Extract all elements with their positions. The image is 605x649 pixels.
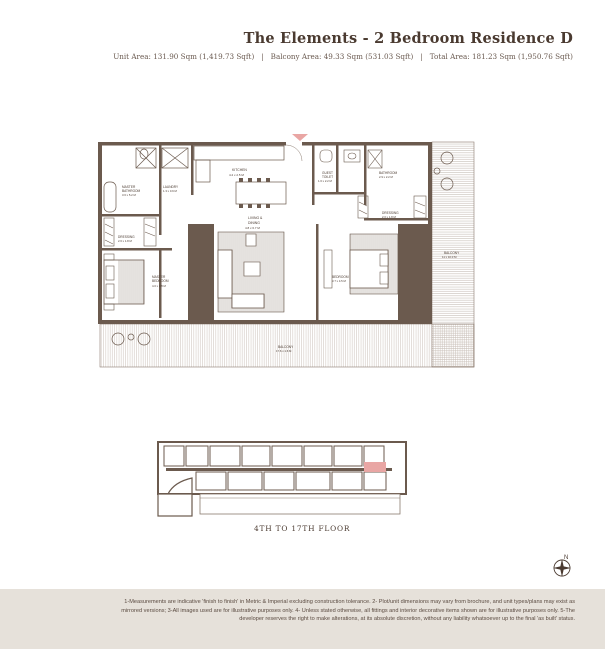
side-balcony-label: BALCONY bbox=[444, 251, 460, 255]
area-summary: Unit Area: 131.90 Sqm (1,419.73 Sqft) | Ba… bbox=[113, 52, 573, 61]
total-area: Total Area: 181.23 Sqm (1,950.76 Sqft) bbox=[429, 52, 573, 61]
master-bathroom bbox=[103, 147, 189, 213]
highlighted-unit bbox=[364, 462, 386, 472]
balcony-furniture bbox=[111, 151, 454, 346]
bottom-balcony-dims: 17.6 x 1.6 M bbox=[276, 349, 292, 353]
side-balcony-dims: 11 x 10.0 M bbox=[442, 255, 457, 259]
kitchen-dims: 4.2 x 2.5 M bbox=[229, 173, 244, 177]
guest-toilet-dims: 1.6 x 2.2 M bbox=[318, 179, 333, 183]
master-bath-label: MASTER bbox=[122, 185, 136, 189]
master-bedroom-dims: 4.0 x 3.8 M bbox=[152, 284, 167, 288]
bottom-balcony-label: BALCONY bbox=[278, 345, 294, 349]
guest-bath-fixtures bbox=[319, 149, 383, 169]
living-label: LIVING & bbox=[248, 216, 263, 220]
bathroom-dims: 2.9 x 2.2 M bbox=[379, 175, 394, 179]
bedroom-dims: 3.7 x 4.5 M bbox=[332, 279, 347, 283]
disclaimer: 1-Measurements are indicative 'finish to… bbox=[121, 599, 575, 623]
walls bbox=[98, 142, 432, 324]
laundry-dims: 1.3 x 0.9 M bbox=[163, 189, 178, 193]
bedroom-dressing bbox=[357, 195, 427, 219]
separator: | bbox=[420, 52, 423, 61]
kitchen bbox=[193, 145, 287, 208]
kitchen-label: KITCHEN bbox=[232, 168, 247, 172]
master-bedroom-label: MASTER bbox=[152, 275, 166, 279]
guest-toilet-label2: TOILET bbox=[322, 175, 333, 179]
page-title: The Elements - 2 Bedroom Residence D bbox=[243, 30, 573, 47]
bedroom-bed bbox=[323, 233, 399, 295]
laundry-label: LAUNDRY bbox=[163, 185, 179, 189]
bottom-balcony bbox=[99, 323, 475, 368]
dressing2-label: DRESSING bbox=[382, 211, 399, 215]
floor-label: 4TH TO 17TH FLOOR bbox=[254, 524, 351, 533]
master-bath-label2: BATHROOM bbox=[122, 189, 141, 193]
compass-north-label: N bbox=[564, 555, 568, 561]
compass-icon: N bbox=[553, 555, 571, 577]
bedroom-label: BEDROOM bbox=[332, 275, 349, 279]
master-bath-dims: 3.6 x 5.2 M bbox=[122, 193, 137, 197]
separator: | bbox=[261, 52, 264, 61]
key-plan bbox=[157, 441, 407, 517]
living-furniture bbox=[217, 231, 285, 313]
entrance-marker bbox=[292, 134, 308, 141]
guest-toilet-label: GUEST bbox=[322, 171, 333, 175]
master-dressing-dims: 2.6 x 1.8 M bbox=[118, 239, 133, 243]
dressing2-dims: 2.0 x 1.8 M bbox=[382, 215, 397, 219]
unit-area: Unit Area: 131.90 Sqm (1,419.73 Sqft) bbox=[113, 52, 255, 61]
living-dims: 4.8 x 6.7 M bbox=[245, 226, 260, 230]
master-bedroom-label2: BEDROOM bbox=[152, 279, 169, 283]
master-dressing bbox=[103, 217, 157, 247]
master-bed bbox=[103, 253, 145, 311]
bathroom-label: BATHROOM bbox=[379, 171, 398, 175]
floor-plan: KITCHEN 4.2 x 2.5 M LIVING & DINING 4.8 … bbox=[98, 134, 475, 368]
balcony-area: Balcony Area: 49.33 Sqm (531.03 Sqft) bbox=[270, 52, 414, 61]
master-dressing-label: DRESSING bbox=[118, 235, 135, 239]
footer: 1-Measurements are indicative 'finish to… bbox=[0, 589, 605, 649]
dining-label: DINING bbox=[248, 221, 260, 225]
